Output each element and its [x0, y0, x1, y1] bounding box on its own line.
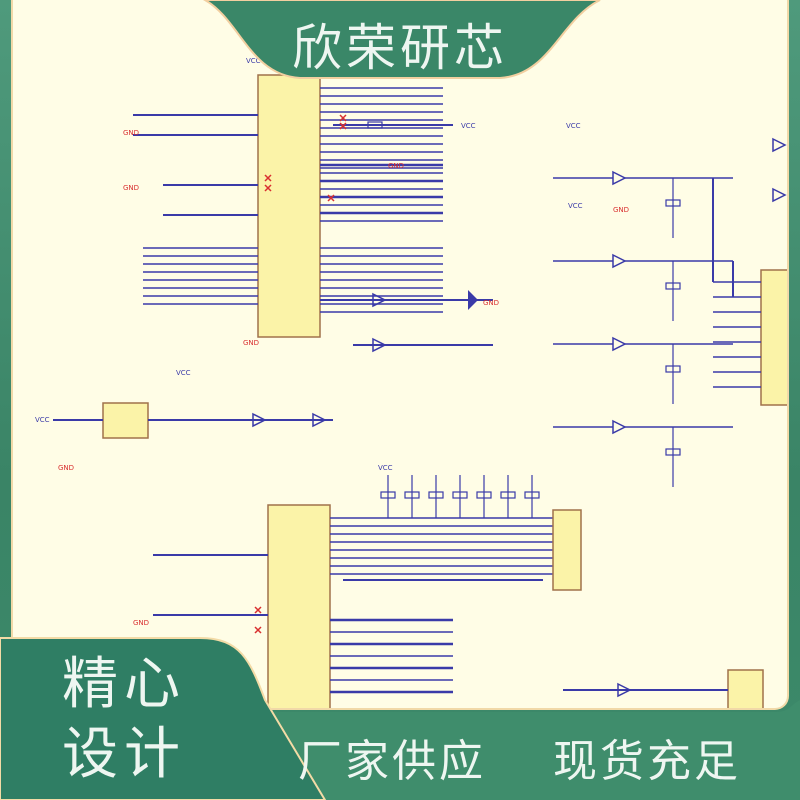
circuit-schematic: VCC VCC VCC VCC VCC VCC VCC GND GND GND GND GND GND G…	[35, 57, 787, 708]
net-label: VCC	[246, 57, 261, 65]
net-label: VCC	[176, 369, 191, 377]
net-label: GND	[58, 464, 74, 472]
resistor-symbol	[524, 491, 540, 499]
net-label: GND	[133, 619, 149, 627]
resistor-symbol	[500, 491, 516, 499]
resistor-symbol	[367, 121, 383, 129]
buffer-symbol	[612, 170, 627, 186]
connector-chip	[760, 269, 787, 406]
resistor-symbol	[452, 491, 468, 499]
buffer-symbol	[617, 682, 632, 698]
net-label: VCC	[568, 202, 583, 210]
resistor-symbol	[428, 491, 444, 499]
buffer-symbol	[612, 253, 627, 269]
buffer-symbol	[312, 412, 327, 428]
no-connect-mark	[339, 122, 347, 130]
resistor-symbol	[665, 282, 681, 290]
resistor-symbol	[404, 491, 420, 499]
net-label: GND	[123, 129, 139, 137]
net-label: GND	[388, 162, 404, 170]
net-label: VCC	[378, 464, 393, 472]
buffer-symbol	[252, 412, 267, 428]
buffer-symbol	[772, 137, 787, 153]
slogan-left-line1: 精心	[62, 652, 186, 717]
buffer-symbol	[612, 336, 627, 352]
top-banner	[202, 0, 601, 79]
ic-u6	[727, 669, 764, 708]
net-label: VCC	[35, 416, 50, 424]
no-connect-mark	[254, 626, 262, 634]
no-connect-mark	[264, 184, 272, 192]
net-label: VCC	[566, 122, 581, 130]
schematic-sheet: VCC VCC VCC VCC VCC VCC VCC GND GND GND GND GND GND G…	[11, 0, 789, 710]
no-connect-mark	[254, 606, 262, 614]
net-label: GND	[613, 206, 629, 214]
resistor-symbol	[380, 491, 396, 499]
resistor-symbol	[665, 365, 681, 373]
resistor-pack	[552, 509, 582, 591]
slogan-factory-supply: 厂家供应	[298, 736, 486, 787]
net-label: GND	[243, 339, 259, 347]
resistor-symbol	[665, 199, 681, 207]
regulator-chip	[102, 402, 149, 439]
diode-symbol	[468, 290, 478, 310]
mcu-chip-2	[267, 504, 331, 708]
buffer-symbol	[612, 419, 627, 435]
net-label: GND	[483, 299, 499, 307]
slogan-in-stock: 现货充足	[553, 736, 741, 787]
brand-title: 欣荣研芯	[292, 19, 508, 77]
mcu-chip-1	[257, 74, 321, 338]
net-label: GND	[123, 184, 139, 192]
net-label: VCC	[461, 122, 476, 130]
resistor-symbol	[665, 448, 681, 456]
no-connect-mark	[327, 194, 335, 202]
slogan-left-line2: 设计	[62, 722, 186, 787]
resistor-symbol	[476, 491, 492, 499]
banner-shape	[202, 0, 601, 79]
no-connect-mark	[339, 114, 347, 122]
buffer-symbol	[772, 187, 787, 203]
slogan-left: 精心 设计	[62, 650, 212, 790]
no-connect-mark	[264, 174, 272, 182]
